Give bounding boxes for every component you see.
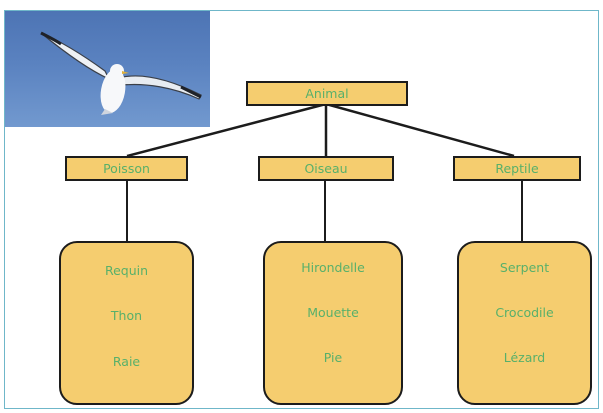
list-item-reptile-3: Lézard — [503, 350, 546, 365]
list-item-poisson-1: Requin — [104, 263, 149, 278]
seagull-icon — [40, 31, 202, 115]
node-oiseau: Oiseau — [258, 156, 394, 181]
list-item-oiseau-3: Pie — [323, 350, 343, 365]
node-animal: Animal — [246, 81, 408, 106]
connector-root-reptile — [325, 102, 515, 158]
connector-root-poisson — [126, 102, 327, 158]
seagull-photo — [5, 11, 210, 127]
node-poisson: Poisson — [65, 156, 188, 181]
node-reptile: Reptile — [453, 156, 581, 181]
list-poisson: Requin Thon Raie — [59, 241, 194, 405]
list-item-reptile-2: Crocodile — [495, 305, 554, 320]
list-oiseau: Hirondelle Mouette Pie — [263, 241, 403, 405]
list-item-oiseau-2: Mouette — [307, 305, 359, 320]
list-item-poisson-3: Raie — [112, 354, 141, 369]
list-item-oiseau-1: Hirondelle — [301, 260, 365, 275]
list-item-reptile-1: Serpent — [499, 260, 550, 275]
list-reptile: Serpent Crocodile Lézard — [457, 241, 592, 405]
list-item-poisson-2: Thon — [110, 308, 143, 323]
